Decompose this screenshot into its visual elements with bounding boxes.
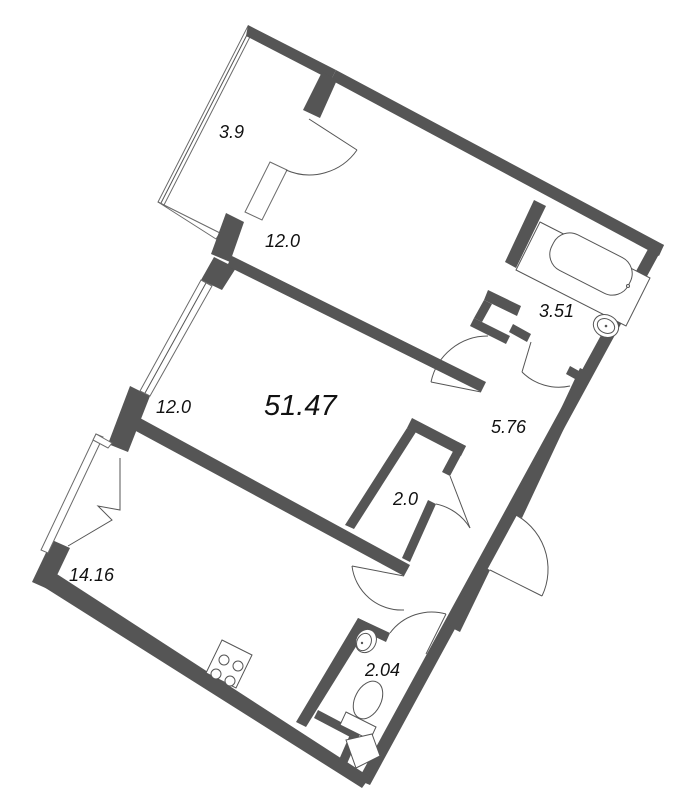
- bathtub-icon: [515, 221, 651, 327]
- room-area-storage: 2.0: [393, 489, 419, 509]
- room-area-bathroom: 3.51: [539, 301, 575, 321]
- room-area-bedroom-middle: 12.0: [156, 397, 192, 417]
- room-area-bedroom-top: 12.0: [265, 231, 301, 251]
- balcony: [157, 25, 288, 240]
- interior-walls: [134, 200, 590, 766]
- washbasin-icon: [592, 314, 620, 338]
- total-area: 51.47: [264, 390, 337, 422]
- toilet-icon: [339, 680, 384, 769]
- room-area-balcony: 3.9: [219, 122, 245, 142]
- washbasin-icon: [355, 628, 377, 654]
- room-area-hallway: 5.76: [491, 417, 527, 437]
- doors: [67, 118, 571, 655]
- exterior-walls: [32, 25, 664, 788]
- room-area-kitchen-living: 14.16: [69, 565, 115, 585]
- room-area-toilet: 2.04: [365, 660, 401, 680]
- stove-icon: [205, 639, 253, 689]
